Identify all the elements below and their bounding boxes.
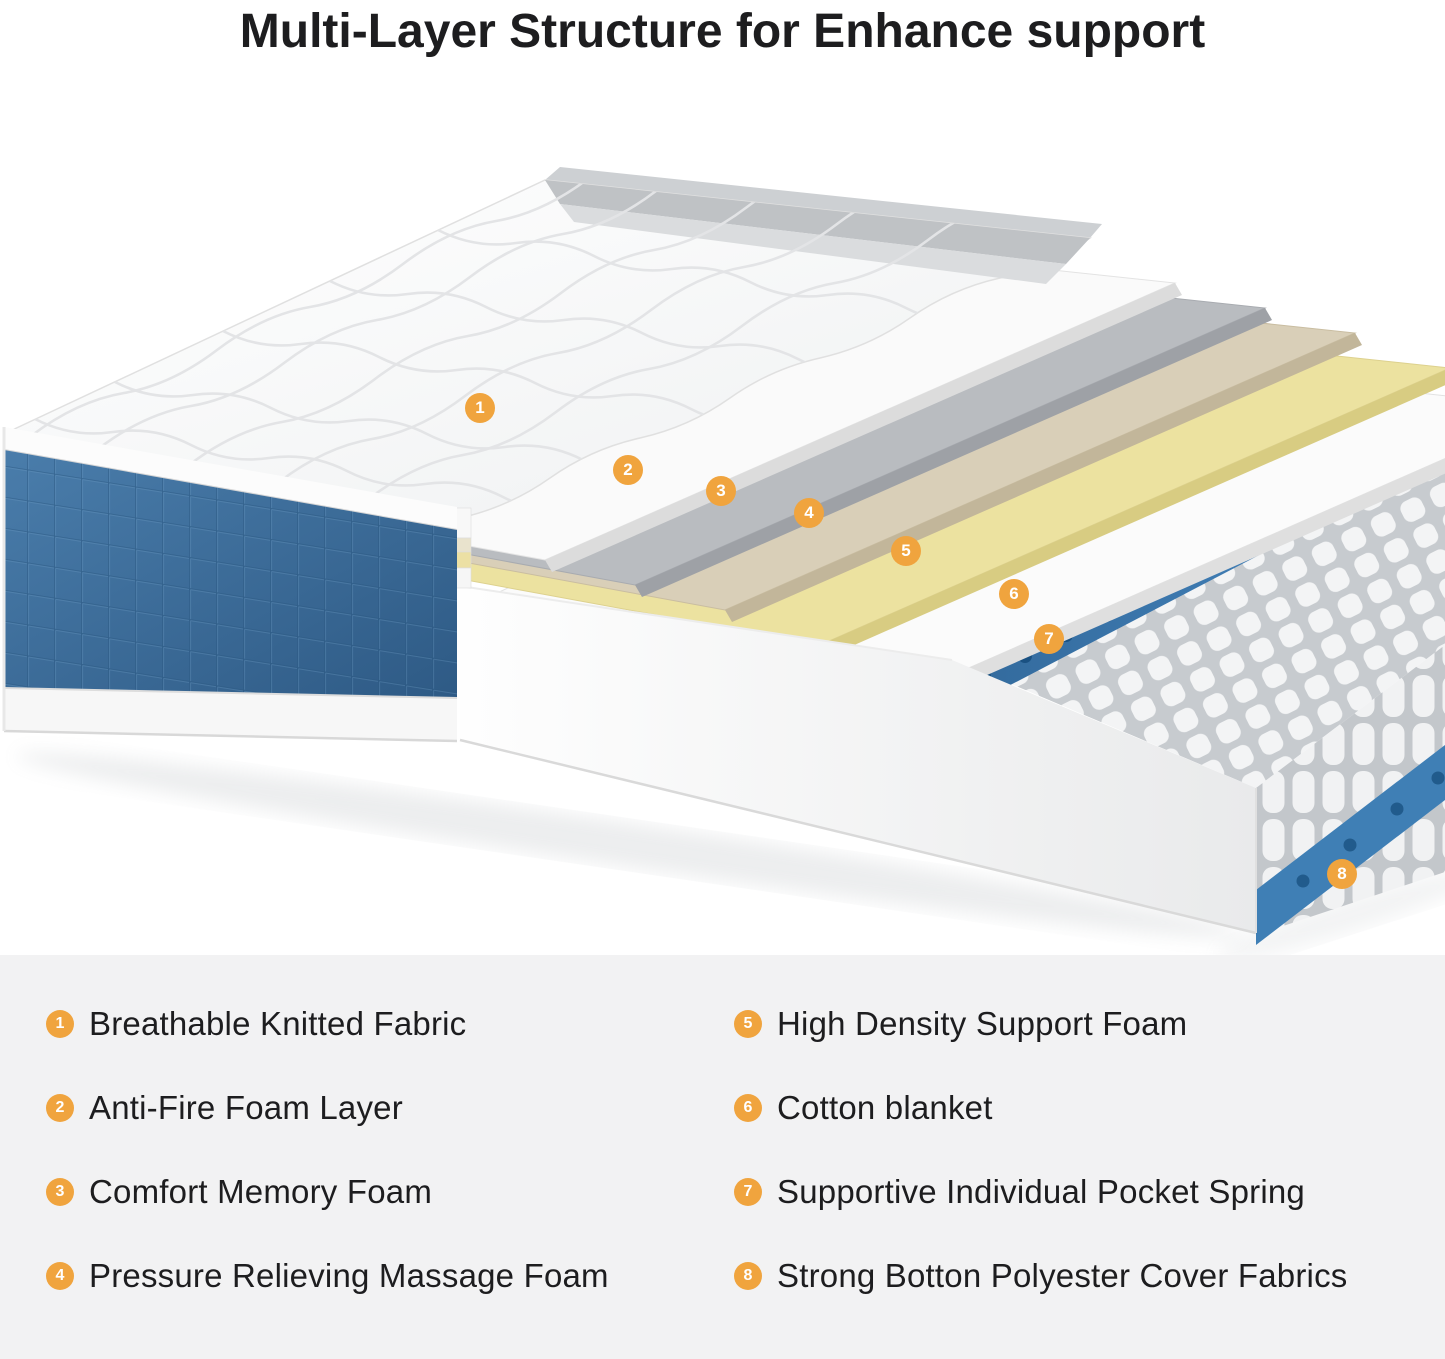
legend-item-7: 7 Supportive Individual Pocket Spring xyxy=(734,1173,1421,1211)
legend-badge-8: 8 xyxy=(734,1262,762,1290)
legend-label-2: Anti-Fire Foam Layer xyxy=(89,1089,403,1126)
layer-marker-3: 3 xyxy=(706,476,736,506)
legend-badge-7: 7 xyxy=(734,1178,762,1206)
legend-badge-4: 4 xyxy=(46,1262,74,1290)
white-foam-base xyxy=(459,585,1257,935)
legend-badge-5: 5 xyxy=(734,1010,762,1038)
legend-label-5: High Density Support Foam xyxy=(777,1005,1188,1042)
legend-label-6: Cotton blanket xyxy=(777,1089,993,1126)
layer-marker-5: 5 xyxy=(891,536,921,566)
legend-badge-3: 3 xyxy=(46,1178,74,1206)
legend-item-1: 1 Breathable Knitted Fabric xyxy=(46,1005,734,1043)
quilt-stitch-pattern xyxy=(30,180,1022,513)
legend-item-8: 8 Strong Botton Polyester Cover Fabrics xyxy=(734,1257,1421,1295)
legend-item-2: 2 Anti-Fire Foam Layer xyxy=(46,1089,734,1127)
quilted-top-cover xyxy=(5,167,1102,519)
bottom-cover-blue-strip xyxy=(1256,745,1445,945)
legend-item-4: 4 Pressure Relieving Massage Foam xyxy=(46,1257,734,1295)
legend-label-7: Supportive Individual Pocket Spring xyxy=(777,1173,1305,1210)
mattress-side-panel xyxy=(2,427,458,743)
legend-label-1: Breathable Knitted Fabric xyxy=(89,1005,467,1042)
cut-layer-strata xyxy=(454,507,472,589)
ground-shadow xyxy=(16,752,1445,961)
mattress-cutaway-svg xyxy=(2,167,1445,961)
legend-item-6: 6 Cotton blanket xyxy=(734,1089,1421,1127)
layer-marker-1: 1 xyxy=(465,393,495,423)
layer-marker-2: 2 xyxy=(613,455,643,485)
layer-marker-8: 8 xyxy=(1327,859,1357,889)
layer-marker-4: 4 xyxy=(794,498,824,528)
legend-label-4: Pressure Relieving Massage Foam xyxy=(89,1257,609,1294)
layer-marker-6: 6 xyxy=(999,579,1029,609)
legend-column-right: 5 High Density Support Foam 6 Cotton bla… xyxy=(734,1005,1421,1359)
legend-column-left: 1 Breathable Knitted Fabric 2 Anti-Fire … xyxy=(46,1005,734,1359)
layer-marker-7: 7 xyxy=(1034,624,1064,654)
layer-legend: 1 Breathable Knitted Fabric 2 Anti-Fire … xyxy=(0,955,1445,1359)
legend-item-3: 3 Comfort Memory Foam xyxy=(46,1173,734,1211)
page-title: Multi-Layer Structure for Enhance suppor… xyxy=(239,5,1206,58)
legend-label-8: Strong Botton Polyester Cover Fabrics xyxy=(777,1257,1348,1294)
mattress-illustration: 1 2 3 4 5 6 7 8 xyxy=(2,167,1445,961)
legend-item-5: 5 High Density Support Foam xyxy=(734,1005,1421,1043)
legend-label-3: Comfort Memory Foam xyxy=(89,1173,433,1210)
legend-badge-1: 1 xyxy=(46,1010,74,1038)
legend-badge-6: 6 xyxy=(734,1094,762,1122)
legend-badge-2: 2 xyxy=(46,1094,74,1122)
